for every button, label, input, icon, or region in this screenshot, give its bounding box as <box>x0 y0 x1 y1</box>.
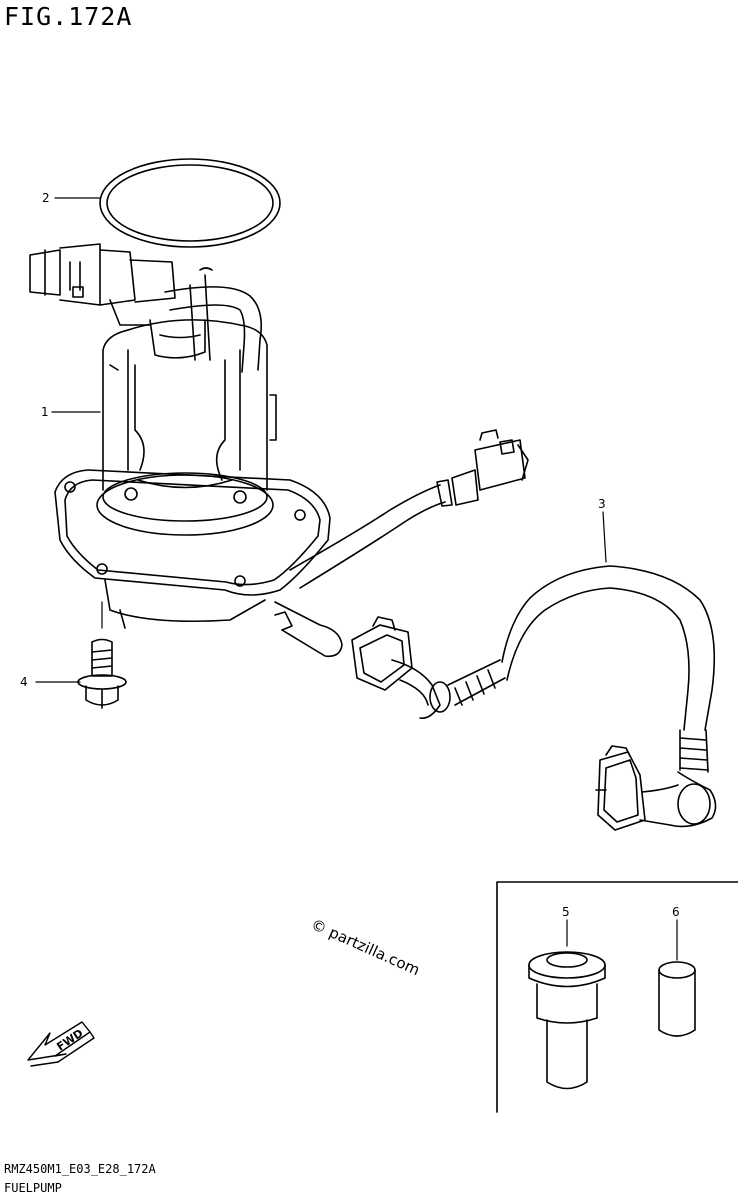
o-ring-part[interactable] <box>99 158 281 248</box>
inset-panel <box>496 881 738 1113</box>
callout-2: 2 <box>42 191 50 205</box>
sleeve-part[interactable] <box>658 961 696 1037</box>
leader-lines <box>35 197 678 961</box>
bolt-part[interactable] <box>77 638 127 709</box>
fwd-label: FWD <box>54 1027 85 1054</box>
callout-5: 5 <box>562 905 570 919</box>
callout-1: 1 <box>41 405 49 419</box>
watermark-text: © partzilla.com <box>308 915 422 979</box>
callout-6: 6 <box>672 905 680 919</box>
fwd-arrow-icon <box>27 1021 95 1067</box>
cap-part[interactable] <box>528 951 606 1090</box>
callout-4: 4 <box>20 675 28 689</box>
figure-code: RMZ450M1_E03_E28_172A <box>4 1162 156 1176</box>
callout-3: 3 <box>598 497 606 511</box>
fuel-pump-assembly-part[interactable] <box>29 243 529 658</box>
figure-name: FUELPUMP <box>4 1181 62 1195</box>
fuel-hose-part[interactable] <box>351 565 717 831</box>
figure-title: FIG.172A <box>4 2 133 31</box>
